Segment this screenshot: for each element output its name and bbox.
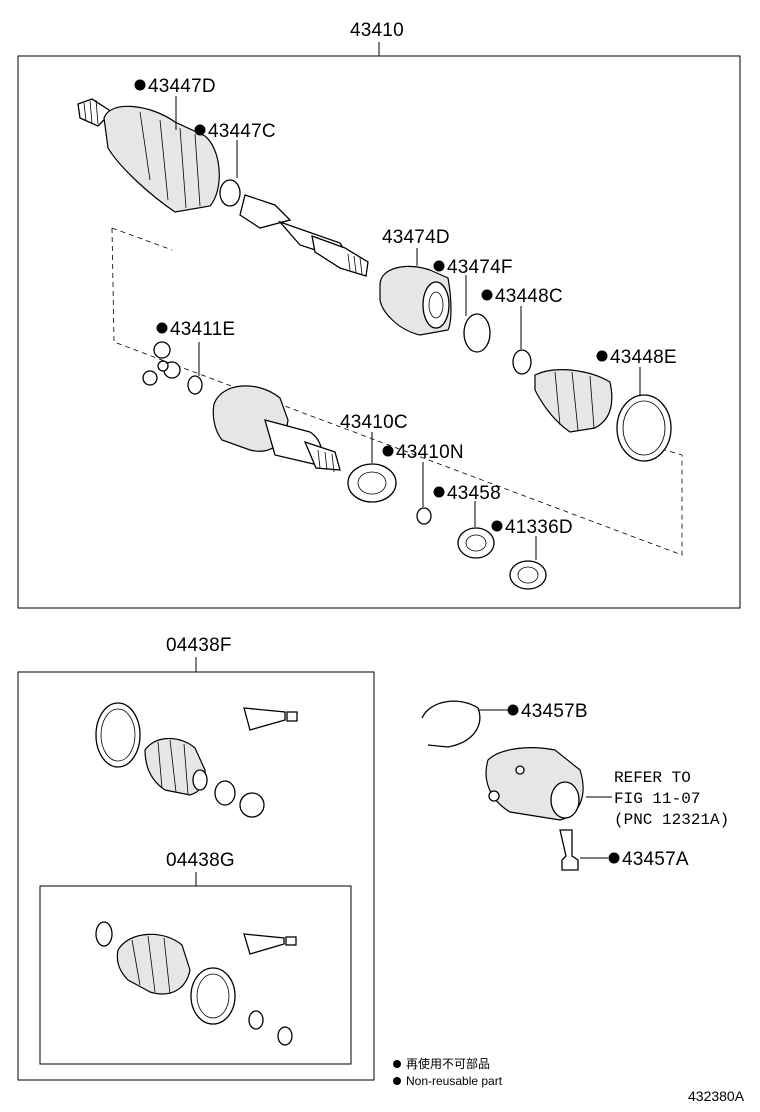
- non-reusable-marker: [433, 486, 445, 498]
- non-reusable-marker: [134, 79, 146, 91]
- label-41336d: 41336D: [505, 517, 573, 538]
- assembly-label: 43410: [350, 20, 404, 41]
- outer-joint-shaft: [77, 98, 369, 277]
- legend: 再使用不可部品 Non-reusable part: [393, 1056, 503, 1088]
- tripod-joint: [142, 341, 181, 386]
- non-reusable-marker: [194, 124, 206, 136]
- boot-kit-outer: 04438F: [17, 635, 375, 1081]
- seal-41336d: [509, 560, 547, 590]
- boot-inner: [116, 933, 191, 995]
- label-43447d: 43447D: [148, 76, 216, 97]
- label-43474f: 43474F: [447, 257, 513, 278]
- inner-joint-boundary: [111, 227, 683, 556]
- label-43448e: 43448E: [610, 347, 677, 368]
- label-43474d: 43474D: [382, 227, 450, 248]
- part-labels: 43447D 43447C 43474D 43474F 43448C 43448…: [134, 76, 677, 538]
- refer-line-3: (PNC 12321A): [614, 811, 729, 829]
- label-43458: 43458: [447, 483, 501, 504]
- legend-marker-1: [393, 1060, 401, 1068]
- legend-text-en: Non-reusable part: [406, 1074, 503, 1088]
- side-parts: 43457B 43457A REFER TO FIG 11-07 (PNC 12…: [421, 700, 729, 871]
- inner-joint-housing: [212, 385, 341, 473]
- boot-clamp-inner: [190, 967, 236, 1025]
- grease-tube-inner: [243, 933, 285, 955]
- kit-inner-frame: [39, 885, 352, 1065]
- label-43457b: 43457B: [521, 701, 588, 722]
- assembly-frame: [17, 55, 741, 609]
- non-reusable-marker: [156, 322, 168, 334]
- label-43457a: 43457A: [622, 849, 689, 870]
- boot-clamp-large: [95, 702, 141, 768]
- bolt: [559, 829, 579, 871]
- leader-lines: [175, 96, 641, 560]
- refer-line-1: REFER TO: [614, 769, 691, 787]
- snap-ring-43411e: [187, 375, 203, 395]
- refer-line-2: FIG 11-07: [614, 790, 700, 808]
- bearing-43410c: [347, 463, 397, 503]
- hole-snap-ring: [421, 700, 481, 748]
- non-reusable-marker: [507, 704, 519, 716]
- boot-43448e-area: [534, 369, 672, 462]
- label-43410n: 43410N: [396, 442, 464, 463]
- main-assembly: 43410: [17, 20, 741, 609]
- legend-text-jp: 再使用不可部品: [406, 1056, 490, 1071]
- grease-tube: [243, 707, 286, 731]
- boot-kit-inner: 04438G: [39, 850, 352, 1065]
- clamp-43474f: [463, 313, 491, 353]
- label-43448c: 43448C: [495, 286, 563, 307]
- non-reusable-marker: [491, 520, 503, 532]
- non-reusable-marker: [382, 445, 394, 457]
- figure-id: 432380A: [688, 1088, 745, 1104]
- kit-inner-label: 04438G: [166, 850, 235, 871]
- label-43447c: 43447C: [208, 121, 276, 142]
- boot-clamp-small-2: [239, 792, 265, 818]
- seal-43458: [457, 527, 495, 559]
- non-reusable-marker: [596, 350, 608, 362]
- boot-clamp-small: [214, 780, 236, 806]
- dynamic-damper: [379, 265, 452, 336]
- non-reusable-marker: [433, 260, 445, 272]
- snap-ring-43410n: [416, 507, 432, 525]
- non-reusable-marker: [481, 289, 493, 301]
- kit-outer-frame: [17, 671, 375, 1081]
- label-43410c: 43410C: [340, 412, 408, 433]
- label-43411e: 43411E: [170, 319, 235, 340]
- legend-marker-2: [393, 1077, 401, 1085]
- kit-outer-label: 04438F: [166, 635, 232, 656]
- clamp-43448c: [512, 349, 532, 375]
- non-reusable-marker: [608, 852, 620, 864]
